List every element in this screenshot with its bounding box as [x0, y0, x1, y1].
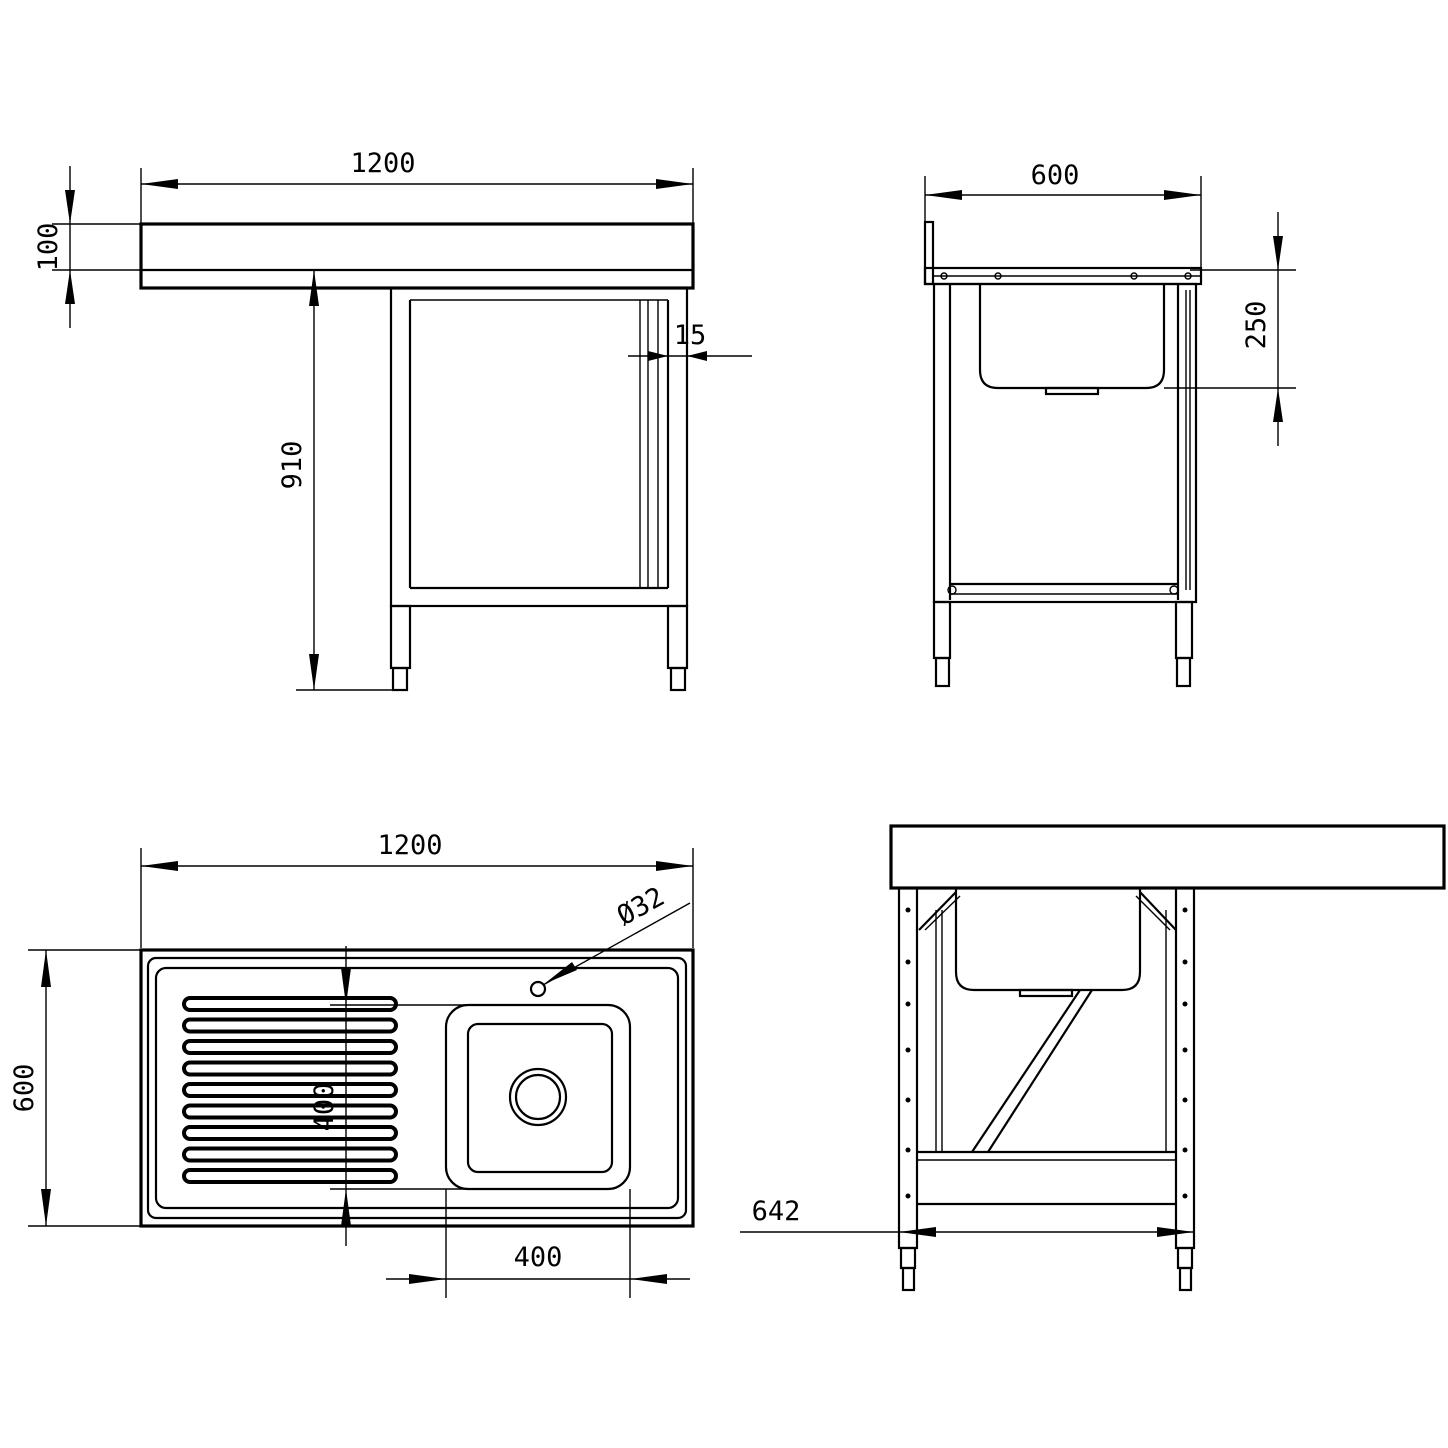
leg-hole — [905, 1047, 911, 1053]
leg-hole — [905, 1193, 911, 1199]
top-width-label: 1200 — [377, 830, 442, 861]
drainer-groove — [182, 1146, 398, 1163]
top-bowl-width-label: 400 — [514, 1242, 563, 1273]
front-small-dim-label: 15 — [674, 320, 707, 351]
leg-hole — [1182, 907, 1188, 913]
drainer-groove — [182, 1168, 398, 1184]
front-width-label: 1200 — [350, 148, 415, 179]
perspective-view: 642 — [740, 824, 1446, 1292]
leg-hole — [1182, 1001, 1188, 1007]
front-view: 1200 100 910 15 — [33, 148, 752, 692]
front-top-height-label: 100 — [33, 223, 64, 272]
waste-diameter-label: Ø32 — [612, 881, 670, 932]
top-depth-label: 600 — [9, 1064, 40, 1113]
drainer-groove — [182, 996, 398, 1012]
drainer-groove — [182, 1125, 398, 1141]
side-bowl-depth-label: 250 — [1241, 301, 1272, 350]
leg-hole — [905, 1147, 911, 1153]
leg-span-label: 642 — [752, 1196, 801, 1227]
drainer-groove — [182, 1039, 398, 1055]
leg-hole — [905, 1097, 911, 1103]
drainer-groove — [182, 1103, 398, 1120]
leg-hole — [905, 907, 911, 913]
leg-hole — [1182, 1097, 1188, 1103]
leg-hole — [1182, 1193, 1188, 1199]
front-table-height-label: 910 — [277, 441, 308, 490]
leg-hole — [1182, 959, 1188, 965]
side-depth-label: 600 — [1031, 160, 1080, 191]
drainer-groove — [182, 1082, 398, 1098]
leg-hole — [905, 1001, 911, 1007]
top-view: 1200 600 400 Ø32 — [9, 830, 695, 1298]
leg-hole — [1182, 1047, 1188, 1053]
leg-hole — [905, 959, 911, 965]
leg-holes — [905, 907, 1188, 1199]
drainer-grooves — [182, 996, 398, 1184]
drainer-groove — [182, 1017, 398, 1034]
top-bowl-height-label: 400 — [309, 1083, 340, 1132]
drainer-groove — [182, 1060, 398, 1077]
leg-hole — [1182, 1147, 1188, 1153]
side-view: 600 250 — [923, 160, 1296, 688]
